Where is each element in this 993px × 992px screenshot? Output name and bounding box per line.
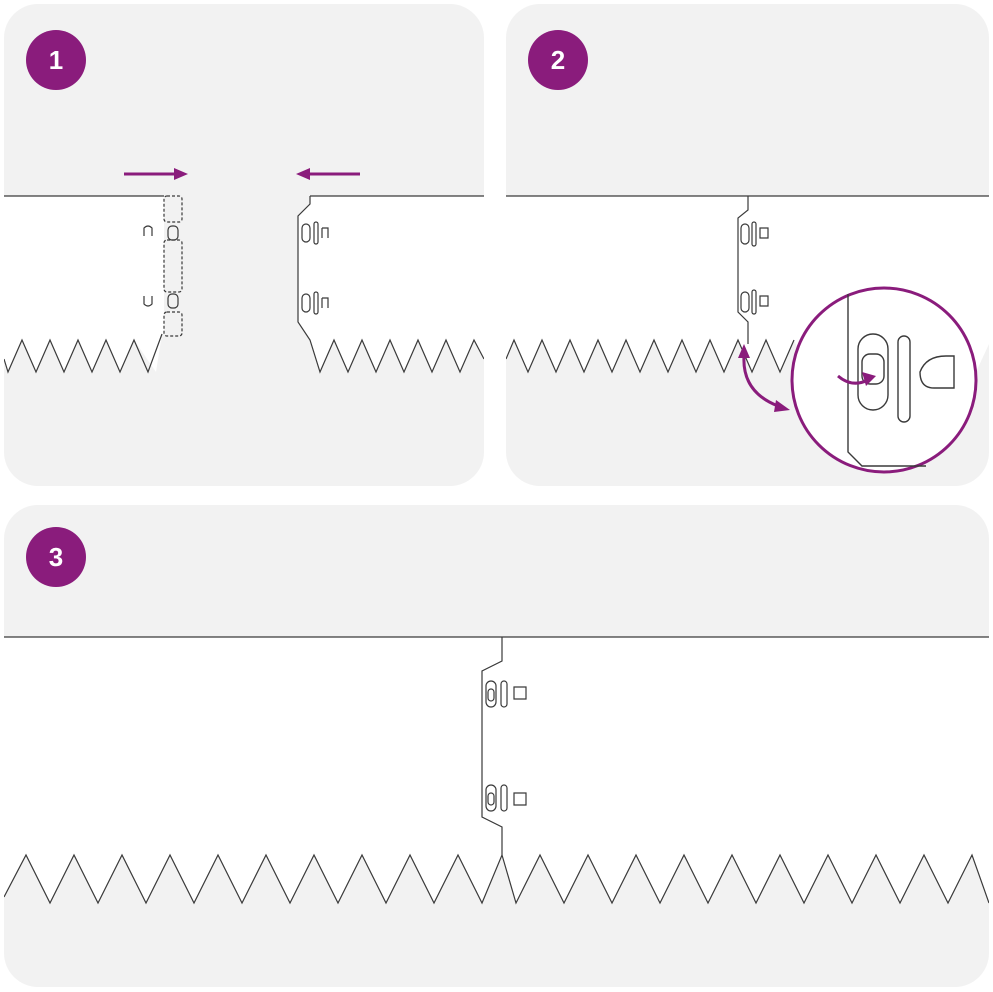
step-2-number: 2 [550, 44, 566, 75]
zoom-arrow-head-bottom [774, 400, 790, 412]
detail-magnifier [790, 286, 978, 474]
left-tabs [143, 195, 183, 337]
zoom-arrow-head-top [738, 344, 750, 358]
step-1-badge: 1 [26, 30, 86, 90]
left-edging-sheet [4, 196, 164, 372]
step-3-number: 3 [48, 541, 64, 572]
assembled-edging-sheet [4, 637, 989, 903]
step-2-panel: 2 [506, 4, 989, 486]
push-left-arrow [296, 168, 360, 180]
step-1-illustration [4, 168, 484, 374]
step-1-number: 1 [48, 44, 64, 75]
right-slots [301, 221, 329, 315]
joint-seam [737, 196, 769, 344]
step-2-badge: 2 [528, 30, 588, 90]
step-3-illustration [4, 636, 989, 905]
joint-seam [481, 637, 527, 855]
step-3-panel: 3 [4, 505, 989, 987]
step-3-badge: 3 [26, 527, 86, 587]
zoom-arrow [742, 355, 779, 408]
right-edging-sheet [298, 196, 484, 372]
step-1-panel: 1 [4, 4, 484, 486]
step-2-illustration [506, 195, 989, 474]
push-right-arrow [124, 168, 188, 180]
